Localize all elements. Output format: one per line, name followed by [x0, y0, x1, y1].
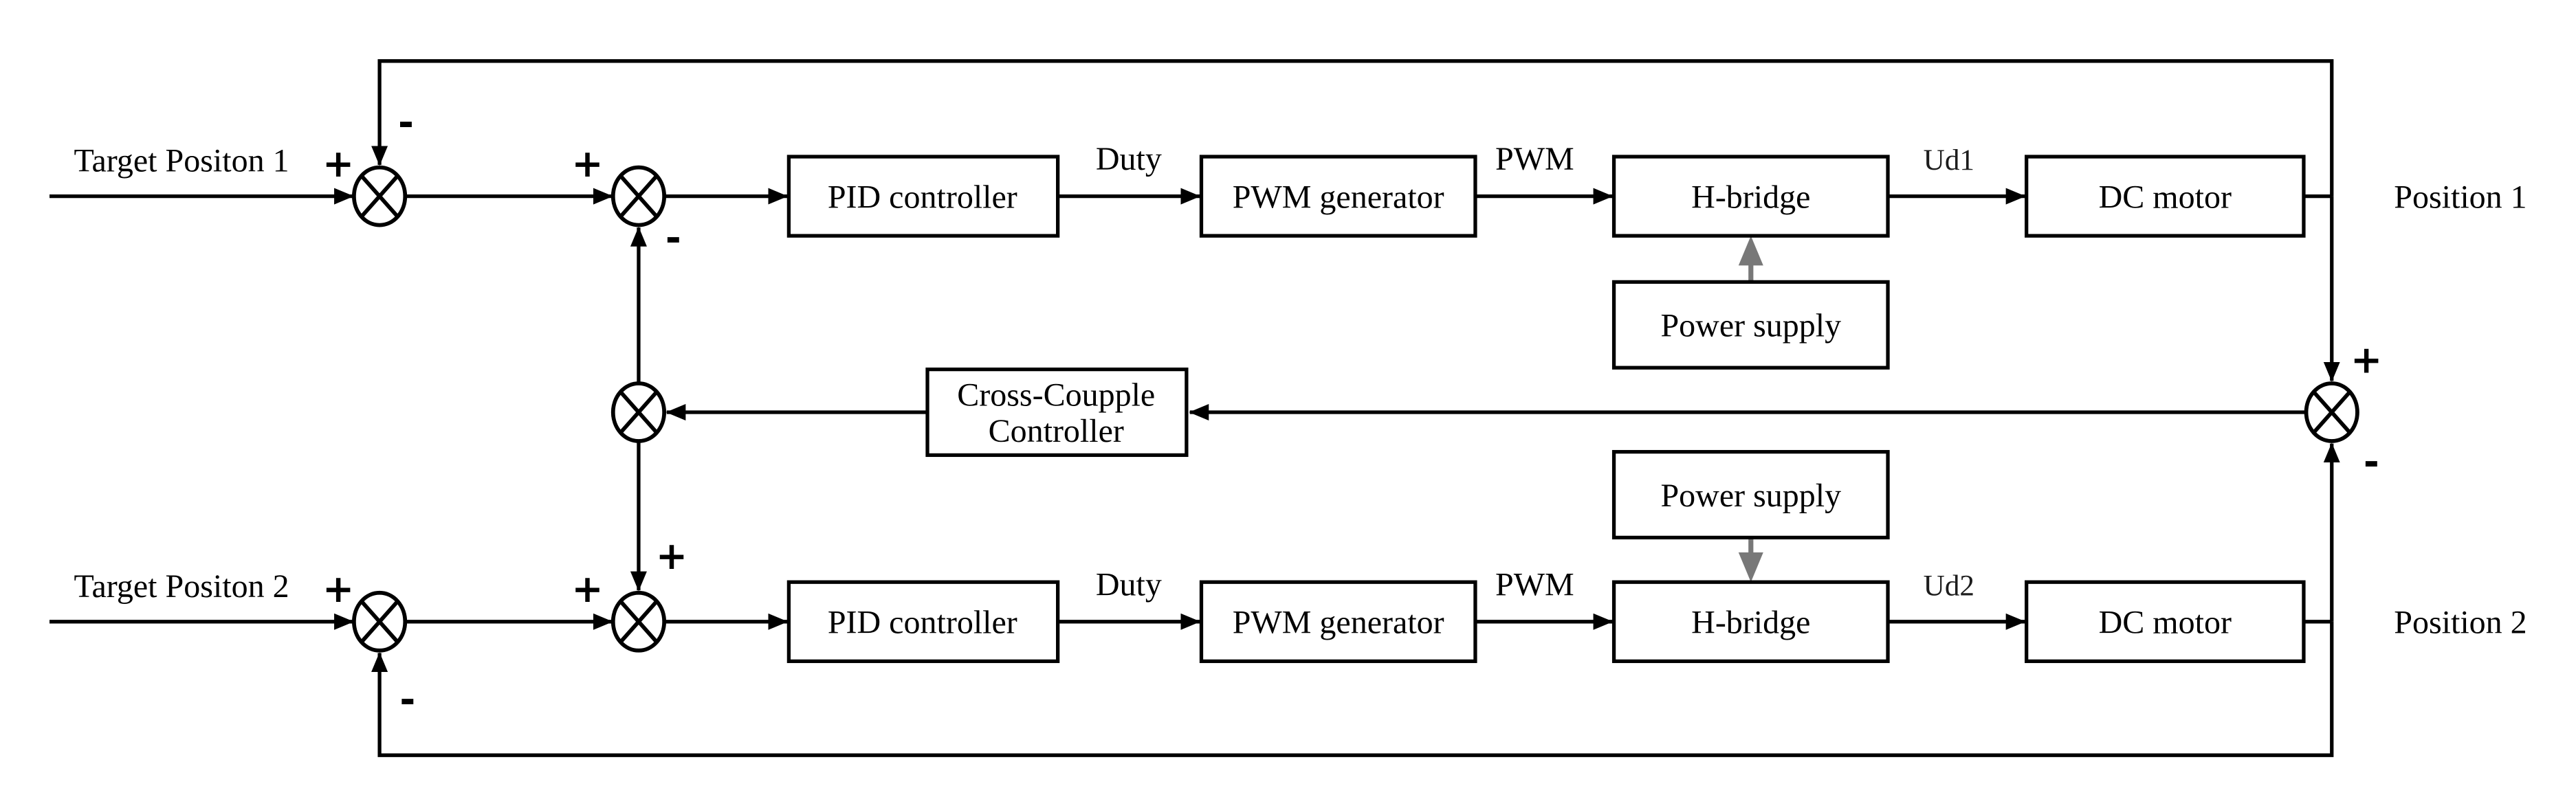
pwm-2-label: PWM — [1495, 566, 1574, 603]
sign-plus-sum2b: + — [571, 568, 603, 611]
h-bridge-1-label: H-bridge — [1691, 179, 1810, 215]
cross-couple-controller-label-line2: Controller — [989, 413, 1124, 449]
position-2-label: Position 2 — [2394, 605, 2527, 641]
power-supply-2-label: Power supply — [1660, 478, 1841, 514]
wire-feedback-position1 — [371, 59, 2334, 197]
sign-minus-error-junction: - — [2364, 440, 2379, 484]
sign-plus-sum2a: + — [322, 568, 354, 611]
position-1-label: Position 1 — [2394, 179, 2527, 215]
h-bridge-2-label: H-bridge — [1691, 605, 1810, 641]
sign-plus-cross-into-sum2b: + — [656, 535, 687, 579]
pwm-generator-1-block — [1199, 155, 1477, 238]
sum-junction-2b — [613, 593, 664, 651]
pid-controller-1-label: PID controller — [828, 179, 1017, 215]
sign-plus-sum1a: + — [322, 142, 354, 186]
duty-2-label: Duty — [1096, 566, 1162, 603]
dc-motor-1-block — [2025, 155, 2306, 238]
power-supply-1-block — [1611, 280, 1890, 370]
power-supply-2-block — [1611, 449, 1890, 540]
sum-junction-2a — [354, 593, 405, 651]
ud2-label: Ud2 — [1924, 570, 1974, 602]
dc-motor-1-label: DC motor — [2099, 179, 2232, 215]
sum-junction-1b — [613, 168, 664, 225]
pwm-generator-2-block — [1199, 580, 1477, 664]
sum-junction-1a — [354, 168, 405, 225]
wire-feedback-position2 — [371, 621, 2334, 757]
h-bridge-2-block — [1611, 580, 1890, 664]
cross-couple-controller-label-line1: Cross-Coupple — [957, 377, 1155, 413]
sum-junction-cross-mid — [613, 383, 664, 441]
power-arrow-1 — [1738, 236, 1763, 282]
ud1-label: Ud1 — [1924, 144, 1974, 177]
pwm-1-label: PWM — [1495, 141, 1574, 177]
dc-motor-2-block — [2025, 580, 2306, 664]
sign-minus-feedback1: - — [398, 101, 414, 145]
power-supply-1-label: Power supply — [1660, 308, 1841, 344]
pid-controller-2-label: PID controller — [828, 605, 1017, 641]
pid-controller-2-block — [786, 580, 1060, 664]
pid-controller-1-block — [786, 155, 1060, 238]
target-position-2-label: Target Positon 2 — [74, 568, 289, 605]
sign-plus-error-junction: + — [2351, 338, 2382, 382]
h-bridge-1-block — [1611, 155, 1890, 238]
duty-1-label: Duty — [1096, 141, 1162, 177]
pwm-generator-2-label: PWM generator — [1233, 605, 1444, 641]
sign-plus-sum1b: + — [571, 142, 603, 186]
power-arrow-2 — [1738, 537, 1763, 583]
sign-minus-feedback2: - — [399, 678, 415, 722]
sum-junction-position-error — [2307, 383, 2357, 441]
dc-motor-2-label: DC motor — [2099, 605, 2232, 641]
cross-couple-controller-block — [925, 367, 1189, 458]
pwm-generator-1-label: PWM generator — [1233, 179, 1444, 215]
sign-minus-cross-into-sum1b: - — [665, 216, 681, 260]
target-position-1-label: Target Positon 1 — [74, 143, 289, 179]
